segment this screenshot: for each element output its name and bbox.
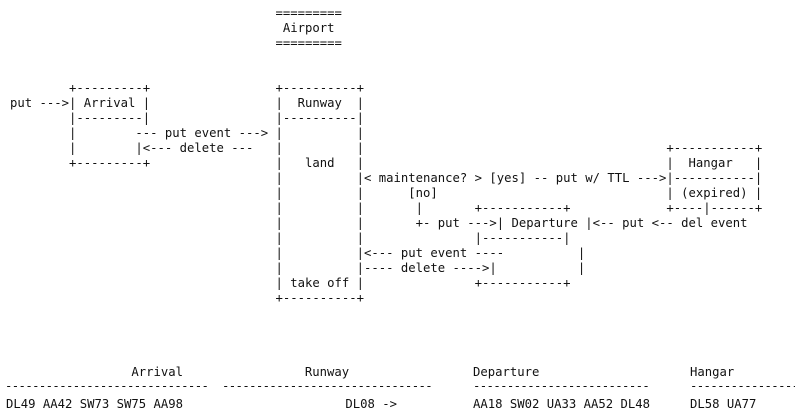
arrival-column-items: DL49 AA42 SW73 SW75 AA98 [5,397,183,411]
arrival-column: Arrival --------------------------------… [5,364,210,412]
departure-column-title: Departure [473,365,540,379]
hangar-column: Hangar --------------------- DL58 UA77 [690,364,795,412]
runway-column-items: DL08 -> [345,397,397,411]
arrival-column-title: Arrival [131,365,183,379]
departure-column-rule: ----------------------------------- [473,380,651,393]
hangar-column-title: Hangar [690,365,735,379]
arrival-column-rule: ----------------------------------------… [5,380,210,393]
airport-flow-diagram: ========= Airport ========= +---------+ … [10,6,763,305]
departure-column: Departure ------------------------------… [473,364,651,412]
hangar-column-rule: --------------------- [690,380,795,393]
hangar-column-items: DL58 UA77 [690,397,757,411]
runway-column-rule: ----------------------------------------… [222,380,432,393]
queue-status-table: Arrival --------------------------------… [0,364,795,420]
departure-column-items: AA18 SW02 UA33 AA52 DL48 [473,397,651,411]
runway-column-title: Runway [304,365,350,379]
runway-column: Runway ---------------------------------… [222,364,432,412]
